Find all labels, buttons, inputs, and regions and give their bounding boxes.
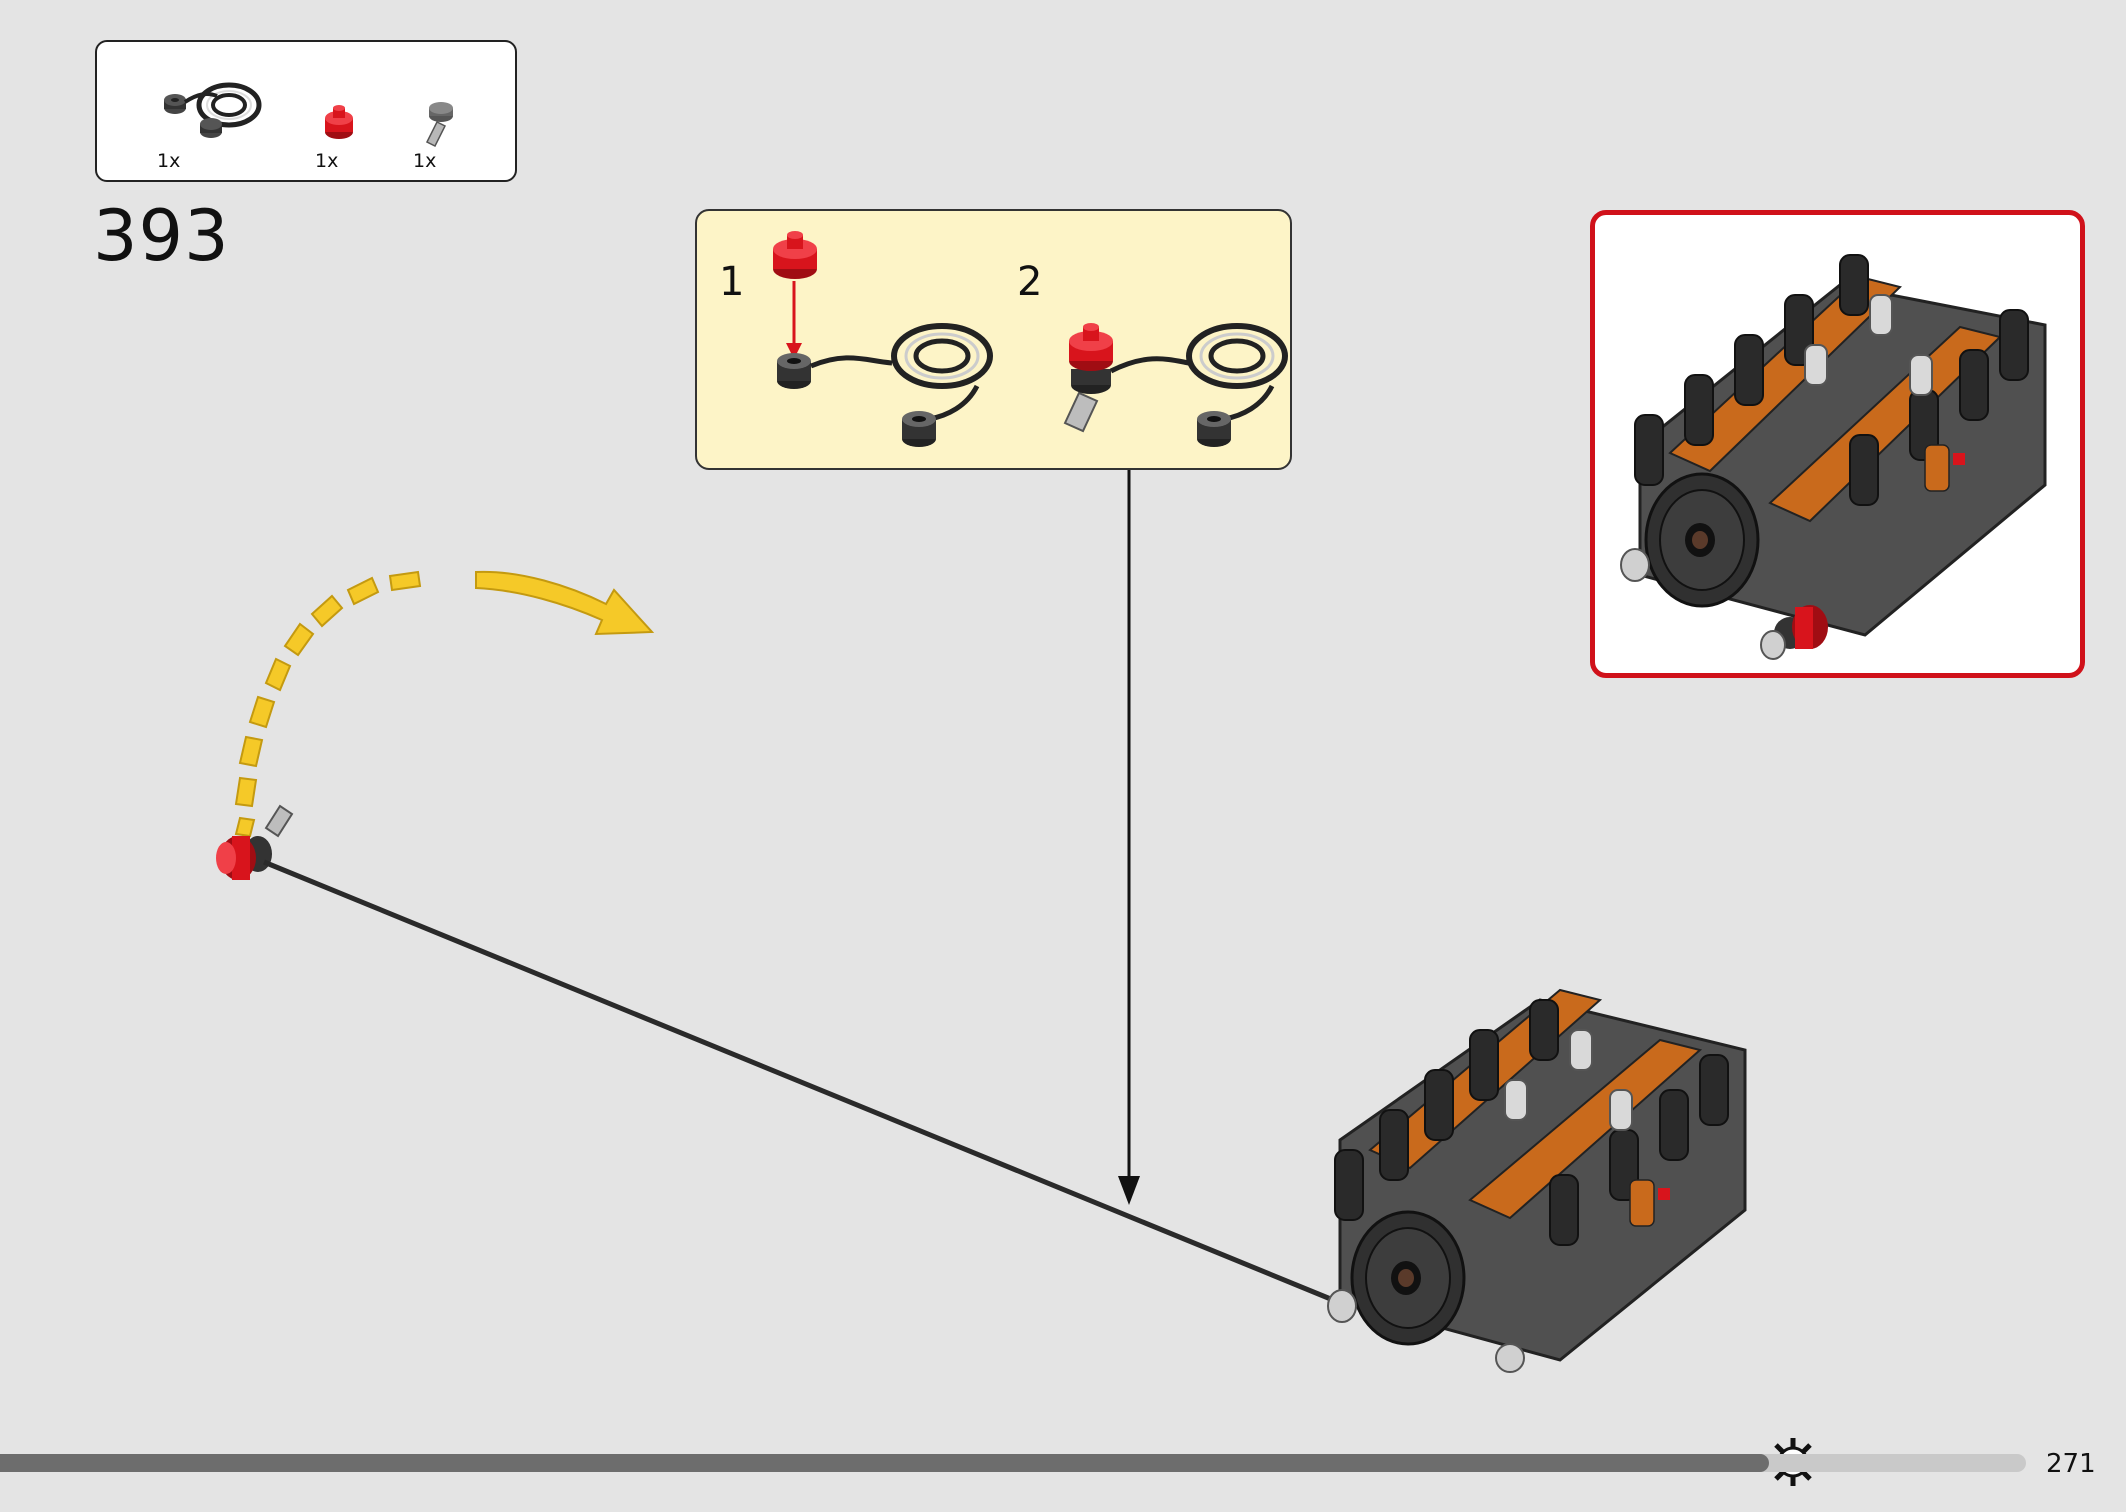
substep-number: 2 <box>1017 259 1043 305</box>
part-quantity: 1x <box>413 150 437 172</box>
red-bush-icon <box>773 231 817 279</box>
page-number: 271 <box>2046 1449 2096 1479</box>
parts-list-box: 1x 1x 1x <box>95 40 517 182</box>
connector-icon <box>1063 391 1099 433</box>
subassembly-callout: 1 2 <box>695 209 1292 470</box>
red-bush-icon <box>1069 323 1113 394</box>
part-hose: 1x <box>157 50 267 178</box>
hose-end-icon <box>902 411 936 447</box>
part-red-bush: 1x <box>315 50 427 178</box>
part-grey-connector: 1x <box>413 50 525 178</box>
connector-part-icon <box>425 102 453 148</box>
reference-frame <box>1590 210 2085 678</box>
hose-part-icon <box>164 82 262 138</box>
part-quantity: 1x <box>157 150 181 172</box>
part-quantity: 1x <box>315 150 339 172</box>
rotation-arrow <box>234 570 655 838</box>
red-bush-part-icon <box>325 105 353 139</box>
red-bush-installed <box>1760 605 1828 660</box>
substep-number: 1 <box>719 259 745 305</box>
reference-engine-drawing <box>1620 254 2047 660</box>
subassembly-drawing <box>773 231 1288 447</box>
step-number: 393 <box>93 195 230 277</box>
arrow-head <box>786 343 802 359</box>
hose-end-icon <box>777 353 811 389</box>
engine-block <box>1327 988 1747 1373</box>
hose-end-icon <box>1197 411 1231 447</box>
long-hose <box>263 859 1339 1305</box>
hose-connector-left <box>216 804 294 880</box>
callout-pointer-arrowhead <box>1118 1176 1140 1205</box>
progress-fill <box>0 1454 1769 1472</box>
